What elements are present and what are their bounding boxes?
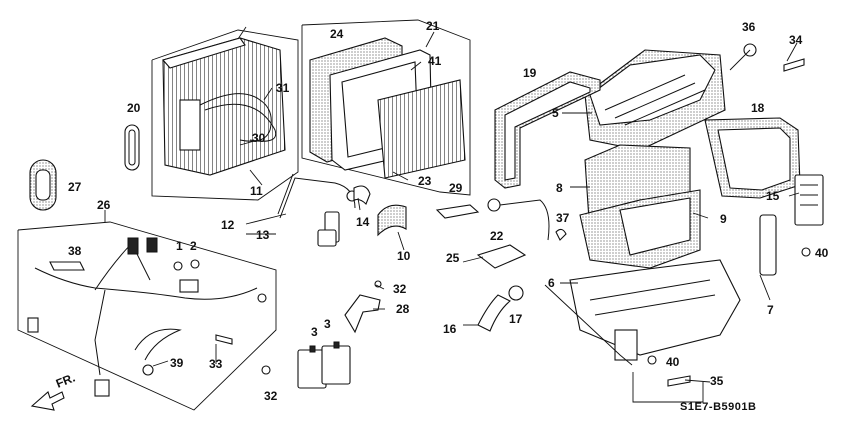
callout-23: 23 xyxy=(418,174,432,188)
callout-25: 25 xyxy=(446,251,460,265)
callout-28: 28 xyxy=(396,302,410,316)
evaporator-seal-20 xyxy=(124,124,140,171)
callout-8: 8 xyxy=(556,181,563,195)
callout-7: 7 xyxy=(767,303,774,317)
callout-18: 18 xyxy=(751,101,765,115)
callout-31: 31 xyxy=(276,81,290,95)
callout-12: 12 xyxy=(221,218,235,232)
callout-3a: 3 xyxy=(311,325,318,339)
callout-32b: 32 xyxy=(264,389,278,403)
callout-29: 29 xyxy=(449,181,463,195)
callout-2: 2 xyxy=(190,239,197,253)
callout-27: 27 xyxy=(68,180,82,194)
evaporator-group xyxy=(151,29,299,201)
callout-22: 22 xyxy=(490,229,504,243)
callout-40a: 40 xyxy=(815,246,829,260)
callout-33: 33 xyxy=(209,357,223,371)
callout-34: 34 xyxy=(789,33,803,47)
ac-tube-assy xyxy=(277,173,358,247)
relay-bracket-28 xyxy=(344,280,382,334)
callout-26: 26 xyxy=(97,198,111,212)
sub-harness-group xyxy=(17,221,277,411)
thermostat-25 xyxy=(476,244,527,269)
seal-pad-27 xyxy=(29,159,57,211)
callout-14: 14 xyxy=(356,215,370,229)
dust-filter-23 xyxy=(377,79,466,179)
callout-39: 39 xyxy=(170,356,184,370)
callout-24: 24 xyxy=(330,27,344,41)
clip-37 xyxy=(555,228,567,241)
insulator-tube-10 xyxy=(377,204,407,237)
callout-30: 30 xyxy=(252,131,266,145)
drain-case-6 xyxy=(569,259,741,361)
relay-holder-38 xyxy=(49,261,85,271)
harness-clip-29 xyxy=(435,204,480,219)
callout-19: 19 xyxy=(523,66,537,80)
callout-3b: 3 xyxy=(324,317,331,331)
callout-9: 9 xyxy=(720,212,727,226)
relays-3 xyxy=(297,341,351,389)
callout-20: 20 xyxy=(127,101,141,115)
band-39 xyxy=(134,328,182,361)
leader-lines xyxy=(104,26,800,403)
seal-19 xyxy=(494,71,601,189)
callout-13: 13 xyxy=(256,228,270,242)
callout-11: 11 xyxy=(250,184,263,198)
callout-10: 10 xyxy=(397,249,411,263)
part-number-code: S1E7-B5901B xyxy=(680,401,756,413)
direction-label: FR. xyxy=(54,371,77,391)
evaporator-inlet-pipe xyxy=(204,103,277,142)
filter-group xyxy=(301,19,471,196)
callout-37: 37 xyxy=(556,211,570,225)
callout-16: 16 xyxy=(443,322,457,336)
thermistor-22 xyxy=(487,198,550,241)
clamp-14 xyxy=(353,185,371,205)
front-direction-arrow: FR. xyxy=(30,371,77,411)
bracket-15 xyxy=(794,174,824,226)
screws xyxy=(215,43,811,387)
callout-32a: 32 xyxy=(393,282,407,296)
callout-40b: 40 xyxy=(666,355,680,369)
callout-17: 17 xyxy=(509,312,523,326)
callout-36: 36 xyxy=(742,20,756,34)
upper-case-5 xyxy=(584,49,726,151)
callout-5: 5 xyxy=(552,106,559,120)
callout-38: 38 xyxy=(68,244,82,258)
callout-41: 41 xyxy=(428,54,442,68)
drain-hose-16 xyxy=(477,294,511,332)
seal-18 xyxy=(704,117,801,199)
callout-labels: 1 2 3 3 5 6 7 8 9 10 11 12 13 14 15 16 1… xyxy=(68,19,829,403)
callout-15: 15 xyxy=(766,189,780,203)
callout-1: 1 xyxy=(176,239,183,253)
evaporator-core xyxy=(162,37,286,176)
lower-case-9 xyxy=(579,189,701,269)
clip-7 xyxy=(759,214,777,276)
callout-21: 21 xyxy=(426,19,440,33)
callout-6: 6 xyxy=(548,276,555,290)
callout-35: 35 xyxy=(710,374,724,388)
grommet-17 xyxy=(508,285,524,301)
